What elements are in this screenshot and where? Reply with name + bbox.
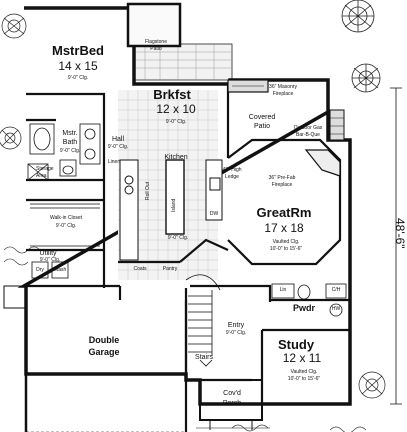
- room-size-mstrbed: 14 x 15: [58, 59, 98, 73]
- label-prefab-fireplace-2: Fireplace: [271, 182, 293, 188]
- shrub-icon: [3, 246, 367, 432]
- garage-outline: [3, 285, 188, 432]
- ceiling-hall: 9'-0" Clg.: [107, 144, 129, 150]
- kitchen-island: [165, 159, 185, 235]
- washer-dryer: [31, 261, 69, 279]
- room-name-mstrbed: MstrBed: [51, 43, 105, 58]
- label-hw: HW: [331, 306, 341, 312]
- label-storage-1: Storage: [36, 166, 54, 172]
- tree-icon: [341, 0, 375, 33]
- ceiling-mstr-bath: 9'-0" Clg.: [59, 148, 81, 154]
- room-name-utility: Utility: [39, 250, 57, 257]
- label-dw: DW: [209, 211, 219, 217]
- label-coats: Coats: [133, 266, 147, 272]
- outdoor-bbq: [329, 109, 345, 141]
- label-masonry-fireplace-1: 36" Masonry: [269, 84, 297, 90]
- ceiling-mstrbed: 9'-0" Clg.: [67, 75, 89, 81]
- label-storage-2: Area: [36, 173, 47, 179]
- label-dry: Dry: [36, 267, 44, 273]
- room-name-porch-1: Cov'd: [223, 390, 241, 397]
- label-ch: C/H: [331, 287, 341, 293]
- tree-icon: [358, 371, 386, 399]
- room-name-mstr-bath-2: Bath: [62, 139, 78, 146]
- tree-icon: [0, 126, 22, 150]
- staircase: [185, 274, 221, 367]
- room-name-garage-1: Double: [88, 335, 120, 345]
- powder-fixtures: [271, 283, 347, 317]
- label-linen: Linen: [107, 159, 121, 165]
- room-name-greatrm: GreatRm: [256, 205, 312, 220]
- label-ledge-2: Ledge: [225, 174, 239, 180]
- ceiling-greatrm-1: Vaulted Clg.: [272, 239, 300, 245]
- room-name-brkfst: Brkfst: [153, 87, 191, 102]
- tree-icon: [351, 63, 381, 93]
- room-name-porch-2: Porch: [222, 400, 242, 407]
- bath-fixtures: [27, 123, 101, 181]
- label-stairs: Stairs: [195, 354, 213, 361]
- ceiling-utility: 9'-0" Clg.: [39, 257, 61, 263]
- tree-icon: [1, 13, 27, 39]
- dimension-label: 48'-6": [393, 218, 407, 249]
- room-name-mstr-bath-1: Mstr.: [62, 130, 78, 137]
- label-outdoor-gas-2: Bar-B-Que: [296, 132, 320, 138]
- label-lin: Lin: [279, 287, 287, 293]
- label-flagstone-2: Patio: [150, 46, 162, 52]
- label-covered-patio-1: Covered: [248, 114, 276, 121]
- label-pantry: Pantry: [162, 266, 178, 272]
- porch-outline: [196, 379, 270, 430]
- label-flagstone-1: Flagstone: [145, 39, 167, 45]
- label-masonry-fireplace-2: Fireplace: [272, 91, 294, 97]
- label-covered-patio-2: Patio: [254, 123, 270, 130]
- room-name-garage-2: Garage: [88, 347, 120, 357]
- room-size-study: 12 x 11: [282, 351, 322, 365]
- label-roll-out: Roll Out: [145, 181, 151, 200]
- ceiling-study-1: Vaulted Clg.: [290, 369, 318, 375]
- label-island: Island: [171, 198, 177, 212]
- label-prefab-fireplace-1: 36" Pre-Fab: [268, 175, 296, 181]
- closet-shelves: [30, 203, 100, 247]
- dimension-line: [390, 87, 402, 405]
- room-size-brkfst: 12 x 10: [156, 102, 196, 116]
- label-outdoor-gas-1: Outdoor Gas: [293, 125, 323, 131]
- kitchen-counters: [119, 159, 223, 261]
- masonry-fireplace: [227, 79, 269, 93]
- label-wash: Wash: [53, 267, 67, 273]
- ceiling-entry: 9'-0" Clg.: [225, 330, 247, 336]
- ceiling-study-2: 10'-0" to 15'-6": [287, 376, 321, 382]
- ceiling-kitchen: 9'-0" Clg.: [167, 235, 189, 241]
- room-name-pwdr: Pwdr: [292, 303, 316, 313]
- room-name-kitchen: Kitchen: [164, 154, 188, 161]
- label-walkin-1: Walk-in Closet: [49, 215, 83, 221]
- ceiling-greatrm-2: 10'-0" to 15'-6": [269, 246, 303, 252]
- prefab-fireplace: [304, 149, 341, 177]
- label-walkin-2: 9'-0" Clg.: [55, 223, 77, 229]
- room-size-greatrm: 17 x 18: [264, 221, 304, 235]
- label-ledge-1: 42" High: [222, 167, 242, 173]
- room-name-entry: Entry: [227, 322, 245, 329]
- ceiling-brkfst: 9'-0" Clg.: [165, 119, 187, 125]
- room-name-hall: Hall: [111, 136, 125, 143]
- room-name-study: Study: [277, 337, 315, 352]
- flagstone-patio-area: [133, 43, 233, 81]
